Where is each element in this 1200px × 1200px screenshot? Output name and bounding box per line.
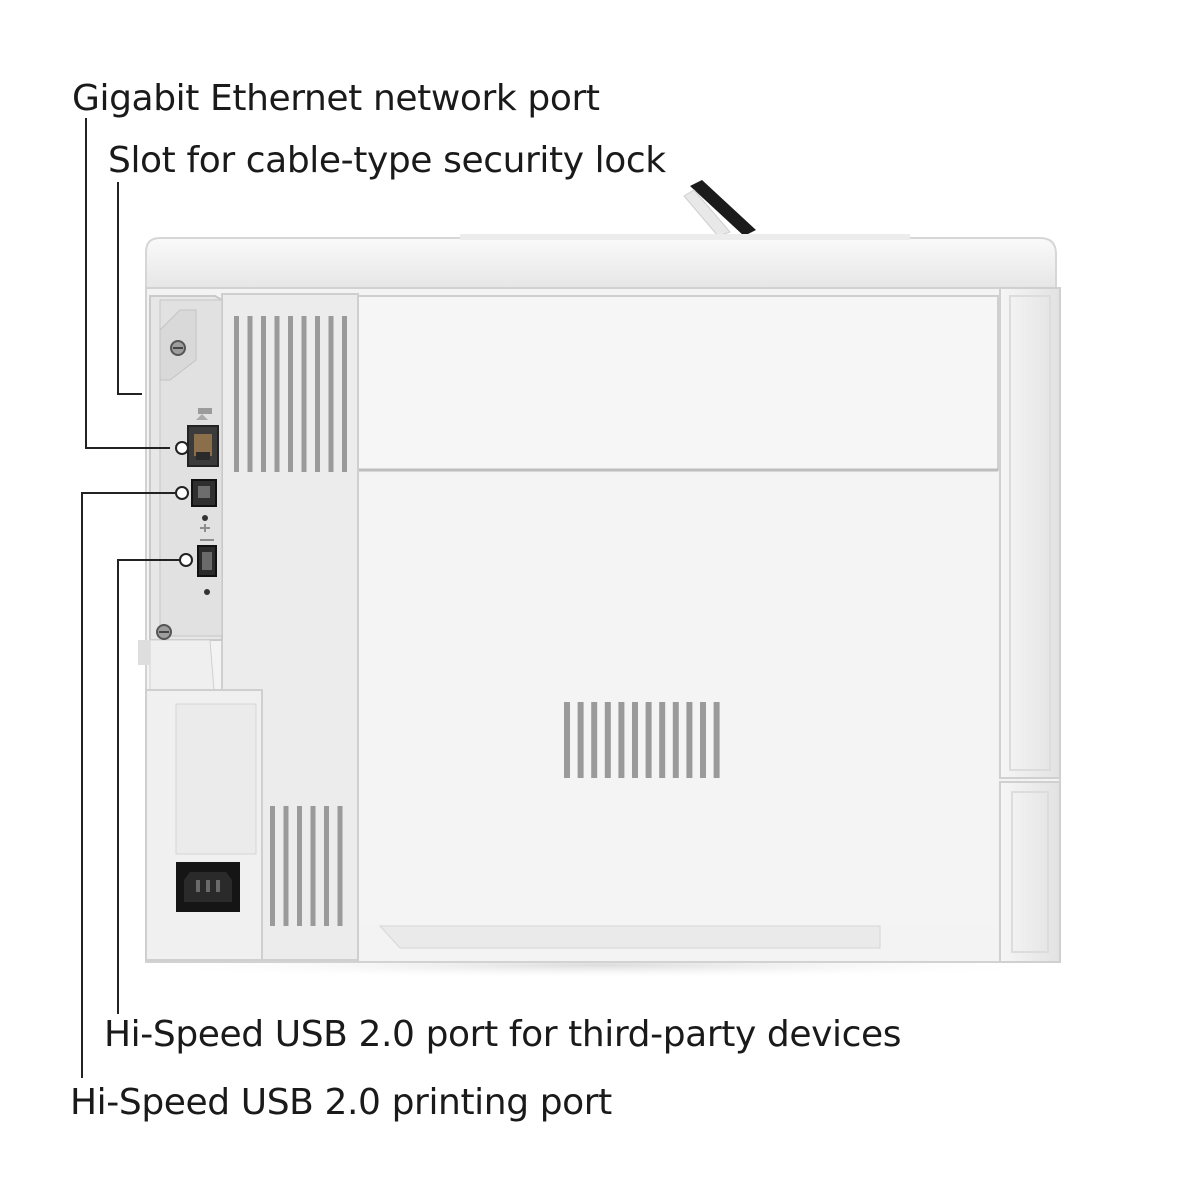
vent-slot bbox=[315, 316, 320, 472]
leader-security-lock bbox=[117, 182, 142, 395]
ethernet-port bbox=[187, 425, 219, 467]
vent-slot bbox=[328, 316, 334, 472]
left-vent-panel bbox=[221, 293, 359, 961]
output-lever bbox=[683, 180, 756, 237]
vent-slot bbox=[618, 702, 625, 778]
vent-slot bbox=[288, 316, 293, 472]
callout-usb-third-party-label: Hi-Speed USB 2.0 port for third-party de… bbox=[104, 1014, 902, 1055]
vent-slot bbox=[283, 806, 289, 926]
power-supply-block bbox=[145, 689, 263, 961]
vent-slot bbox=[234, 316, 239, 472]
callout-security-lock-label: Slot for cable-type security lock bbox=[108, 140, 666, 181]
security-lock-slot bbox=[198, 408, 212, 414]
vent-slot bbox=[274, 316, 280, 472]
vent-slot bbox=[645, 702, 652, 778]
vent-slot bbox=[632, 702, 638, 778]
callout-leaders bbox=[81, 118, 193, 1078]
vent-slot bbox=[591, 702, 598, 778]
vent-slot bbox=[342, 316, 347, 472]
vent-slot bbox=[301, 316, 307, 472]
vent-slot bbox=[310, 806, 316, 926]
network-icon bbox=[196, 414, 208, 420]
lower-vent-slots bbox=[270, 806, 343, 926]
vent-slot bbox=[577, 702, 584, 778]
usb-icon bbox=[200, 539, 214, 595]
vent-slot bbox=[686, 702, 693, 778]
screw-icon bbox=[156, 624, 172, 640]
callout-usb-printing-label: Hi-Speed USB 2.0 printing port bbox=[70, 1082, 612, 1123]
leader-usb-third-party bbox=[117, 559, 180, 1014]
leader-ethernet bbox=[85, 118, 170, 449]
usb-printing-port bbox=[191, 479, 217, 507]
vent-slot bbox=[337, 806, 343, 926]
vent-slot bbox=[700, 702, 706, 778]
usb-host-port bbox=[197, 545, 217, 577]
vent-slot bbox=[659, 702, 666, 778]
callout-ethernet-label: Gigabit Ethernet network port bbox=[72, 78, 600, 119]
screw-icon bbox=[170, 340, 186, 356]
vent-slot bbox=[297, 806, 302, 926]
vent-slot bbox=[247, 316, 253, 472]
vent-slot bbox=[261, 316, 266, 472]
vent-slot bbox=[713, 702, 720, 778]
rear-vent-slots bbox=[564, 702, 720, 778]
vent-slot bbox=[604, 702, 611, 778]
upper-vent-slots bbox=[234, 316, 347, 472]
leader-usb-printing bbox=[81, 492, 176, 1078]
usb-icon bbox=[200, 515, 210, 532]
vent-slot bbox=[564, 702, 570, 778]
power-inlet-icon bbox=[176, 862, 240, 912]
vent-slot bbox=[672, 702, 679, 778]
printer-top-lid bbox=[145, 234, 1057, 289]
vent-slot bbox=[324, 806, 329, 926]
vent-slot bbox=[270, 806, 275, 926]
